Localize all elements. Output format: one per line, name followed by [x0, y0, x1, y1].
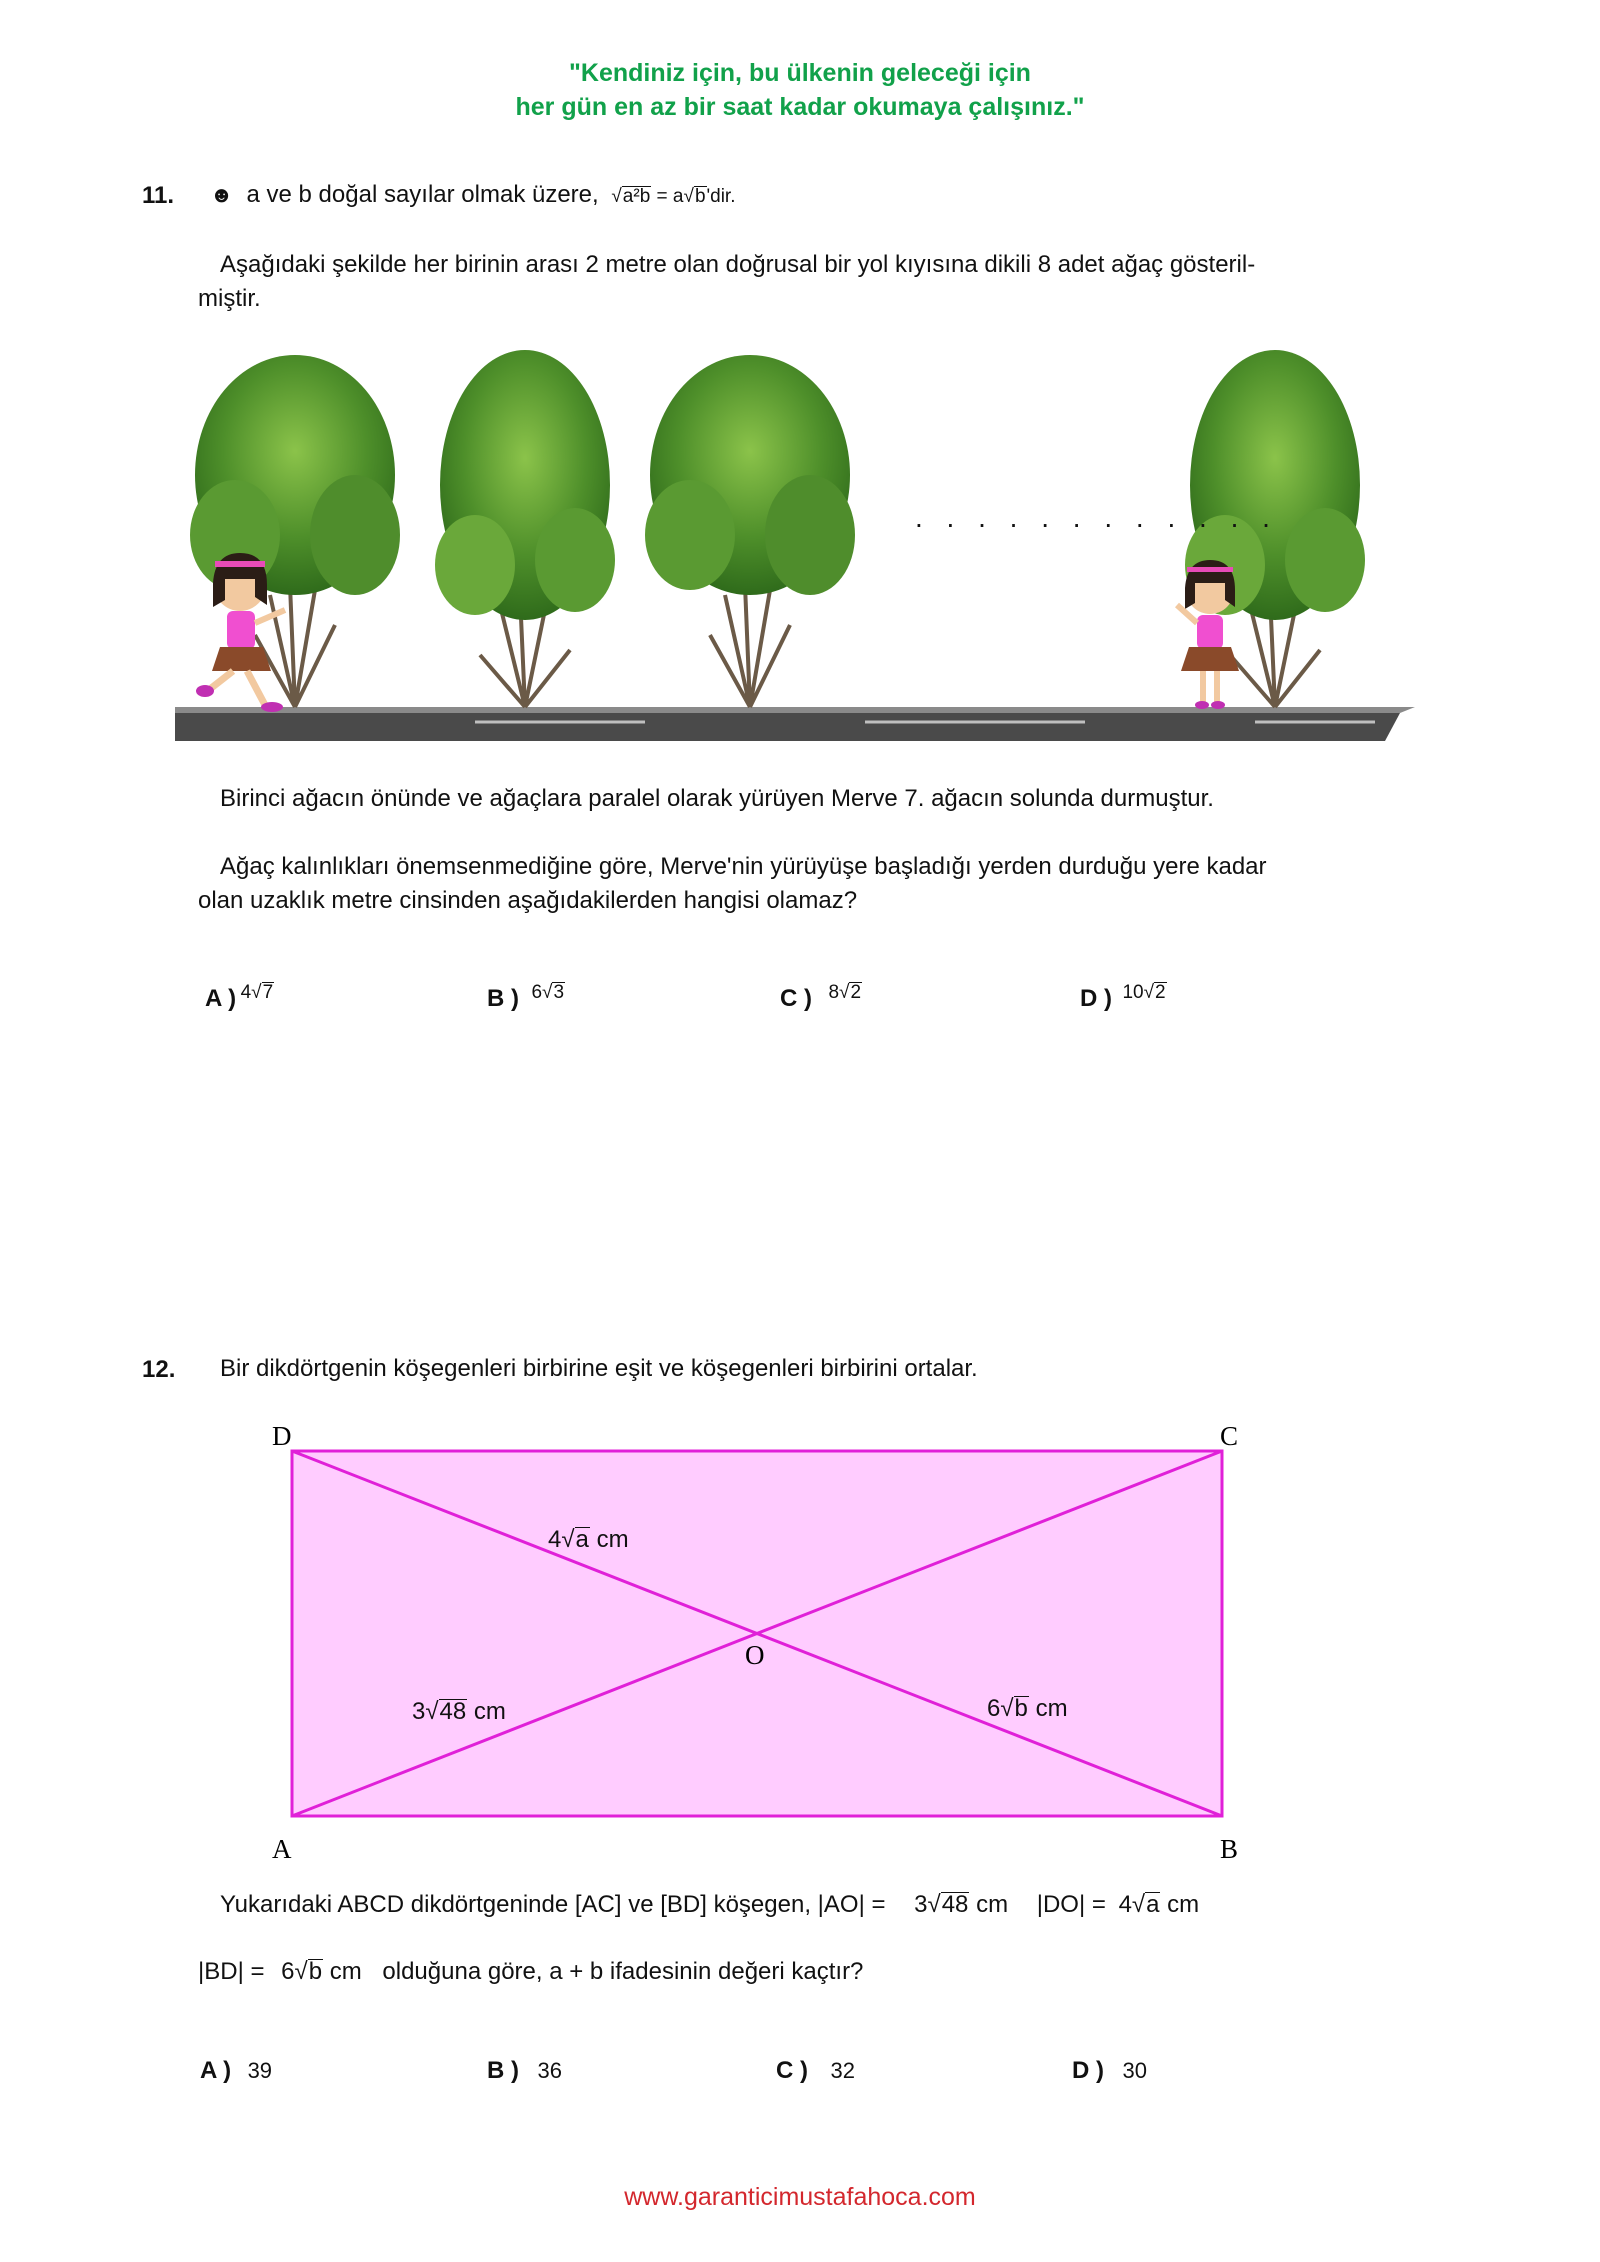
- tree-1: [190, 355, 400, 708]
- option-letter: A ): [200, 2057, 232, 2084]
- option-letter: D ): [1072, 2057, 1104, 2084]
- q11-para-2-line-1: Ağaç kalınlıkları önemsenmediğine göre, …: [220, 853, 1267, 880]
- q11-option-c[interactable]: C ) 8√2: [780, 982, 863, 1013]
- radical-sign-icon: √: [1131, 1891, 1146, 1918]
- do-value: 4√a cm: [1118, 1891, 1200, 1918]
- option-letter: C ): [776, 2057, 808, 2084]
- q11-option-b[interactable]: B ) 6√3: [487, 982, 566, 1013]
- radical-sign-icon: √: [927, 1891, 941, 1918]
- diagonal-ac: [291, 1449, 1223, 1818]
- question-11-rule: ☻ a ve b doğal sayılar olmak üzere, √a²b…: [210, 178, 736, 214]
- option-value: 10√2: [1122, 982, 1167, 1003]
- q11-intro-line-2: miştir.: [198, 285, 261, 312]
- label-do: 4√a cm: [548, 1526, 629, 1553]
- smiley-bullet-icon: ☻: [210, 182, 234, 207]
- trees-road-illustration: . . . . . . . . . . . .: [175, 350, 1415, 741]
- girl-walking: [196, 553, 287, 712]
- rule-rhs-radicand: b: [693, 186, 707, 207]
- q12-option-d[interactable]: D ) 30: [1072, 2057, 1147, 2085]
- option-value: 6√3: [531, 982, 566, 1003]
- radical-sign-icon: √: [683, 186, 694, 207]
- vertex-c: C: [1220, 1421, 1238, 1451]
- option-letter: A ): [205, 985, 237, 1012]
- radical-sign-icon: √: [611, 186, 622, 207]
- radical-sign-icon: √: [561, 1526, 575, 1553]
- road: [175, 707, 1415, 741]
- option-value: 39: [247, 2058, 273, 2083]
- q12-option-b[interactable]: B ) 36: [487, 2057, 562, 2085]
- rule-eq: = a: [656, 186, 684, 207]
- radical-sign-icon: √: [1000, 1695, 1014, 1722]
- tree-2: [435, 350, 615, 709]
- question-11-number: 11.: [142, 182, 175, 209]
- vertex-d: D: [272, 1421, 292, 1451]
- option-letter: B ): [487, 985, 519, 1012]
- vertex-a: A: [272, 1834, 292, 1864]
- q11-para-2-line-2: olan uzaklık metre cinsinden aşağıdakile…: [198, 887, 858, 914]
- q12-question-line-1: Yukarıdaki ABCD dikdörtgeninde [AC] ve […: [220, 1891, 1200, 1918]
- ao-value: 3√48 cm: [914, 1891, 1009, 1918]
- question-12-statement: Bir dikdörtgenin köşegenleri birbirine e…: [220, 1355, 978, 1382]
- option-value: 8√2: [828, 982, 863, 1003]
- radical-sign-icon: √: [294, 1958, 308, 1985]
- label-ob: 6√b cm: [987, 1695, 1068, 1722]
- option-value: 32: [830, 2058, 855, 2083]
- q11-option-d[interactable]: D ) 10√2: [1080, 982, 1167, 1013]
- ellipsis-dots: . . . . . . . . . . . .: [915, 502, 1278, 533]
- rectangle-diagram: D C A B O: [272, 1421, 1238, 1864]
- option-letter: D ): [1080, 985, 1112, 1012]
- label-ao: 3√48 cm: [412, 1698, 506, 1725]
- rule-suffix: 'dir.: [706, 186, 736, 207]
- q12-option-c[interactable]: C ) 32: [776, 2057, 855, 2085]
- vertex-b: B: [1220, 1834, 1238, 1864]
- rule-prefix: a ve b doğal sayılar olmak üzere,: [246, 181, 599, 208]
- radical-sign-icon: √: [839, 982, 850, 1003]
- vertex-o: O: [745, 1640, 765, 1670]
- option-letter: C ): [780, 985, 812, 1012]
- q11-intro-line-1: Aşağıdaki şekilde her birinin arası 2 me…: [220, 251, 1256, 278]
- option-value: 36: [537, 2058, 562, 2083]
- q12-option-a[interactable]: A ) 39: [200, 2057, 272, 2085]
- quote-line-1: "Kendiniz için, bu ülkenin geleceği için: [569, 59, 1031, 87]
- quote-line-2: her gün en az bir saat kadar okumaya çal…: [515, 93, 1085, 121]
- option-value: 30: [1122, 2058, 1147, 2083]
- girl-standing: [1174, 560, 1239, 709]
- rule-formula: √a²b = a√b'dir.: [611, 186, 736, 207]
- radical-sign-icon: √: [1143, 982, 1155, 1003]
- q11-para-1: Birinci ağacın önünde ve ağaçlara parale…: [220, 785, 1214, 812]
- footer-url-link[interactable]: www.garanticimustafahoca.com: [624, 2183, 976, 2211]
- tree-3: [645, 355, 855, 708]
- radical-sign-icon: √: [251, 982, 262, 1003]
- q11-option-a[interactable]: A ) 4√7: [205, 982, 275, 1013]
- rule-radicand: a²b: [621, 186, 652, 207]
- bd-value: 6√b cm: [281, 1958, 362, 1985]
- option-letter: B ): [487, 2057, 519, 2084]
- question-12-number: 12.: [142, 1356, 176, 1383]
- option-value: 4√7: [240, 982, 275, 1003]
- radical-sign-icon: √: [425, 1698, 439, 1725]
- q12-question-line-2: |BD| = 6√b cm olduğuna göre, a + b ifade…: [198, 1958, 864, 1985]
- radical-sign-icon: √: [542, 982, 553, 1003]
